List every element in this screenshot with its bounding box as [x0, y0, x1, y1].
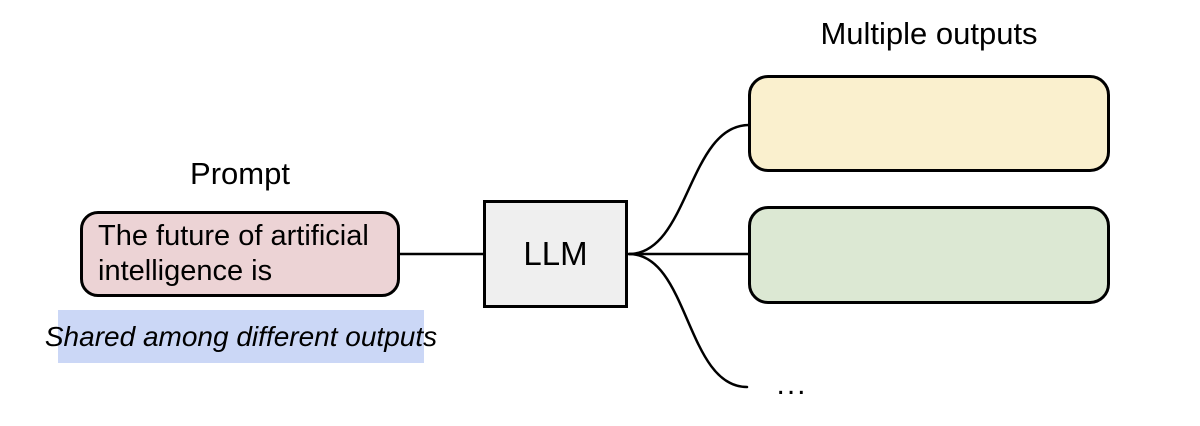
- connector-llm-to-output-top: [627, 123, 751, 256]
- prompt-box: The future of artificial intelligence is: [80, 211, 400, 297]
- prompt-label: Prompt: [190, 156, 290, 191]
- output-box-top: [748, 75, 1110, 172]
- prompt-box-text: The future of artificial intelligence is: [98, 220, 369, 287]
- shared-note-text: Shared among different outputs: [44, 320, 438, 352]
- connector-llm-to-ellipsis: [627, 252, 749, 389]
- llm-box-label: LLM: [523, 235, 588, 272]
- multiple-outputs-label: Multiple outputs: [820, 16, 1038, 51]
- llm-box: LLM: [483, 200, 628, 308]
- output-box-middle: [748, 206, 1110, 304]
- shared-note-highlight: Shared among different outputs: [45, 310, 437, 363]
- more-outputs-ellipsis: ...: [776, 368, 808, 401]
